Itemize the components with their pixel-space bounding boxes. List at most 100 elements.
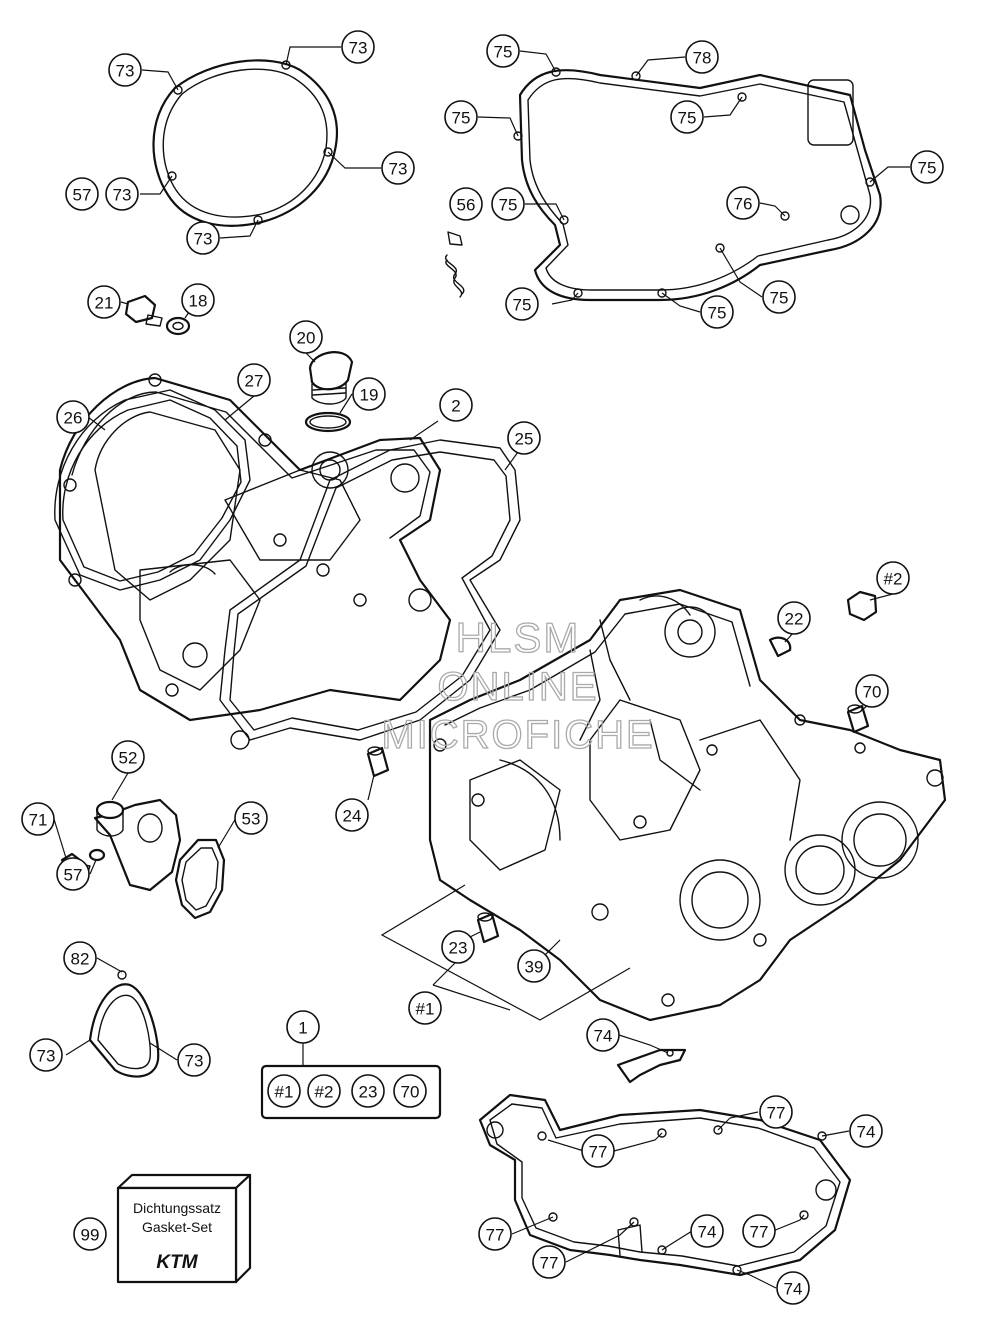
callout-c77d-label: 77 bbox=[750, 1223, 769, 1242]
washer bbox=[165, 316, 191, 336]
callout-c73c-label: 73 bbox=[389, 160, 408, 179]
callout-c27: 27 bbox=[237, 363, 271, 397]
callout-c70-label: 70 bbox=[863, 683, 882, 702]
callout-c75h: 75 bbox=[700, 295, 734, 329]
callout-c75c-circle bbox=[444, 100, 478, 134]
callout-c52-label: 52 bbox=[119, 749, 138, 768]
callout-c77c-circle bbox=[478, 1217, 512, 1251]
callout-c77e-circle bbox=[532, 1245, 566, 1279]
callout-c20-label: 20 bbox=[297, 329, 316, 348]
callout-c23: 23 bbox=[441, 930, 475, 964]
watermark: HLSM ONLINE MICROFICHE bbox=[381, 613, 654, 757]
callout-c73d-circle bbox=[105, 177, 139, 211]
callout-c57a-label: 57 bbox=[73, 186, 92, 205]
kit-callout-1-label: #2 bbox=[315, 1083, 334, 1102]
callout-c21-circle bbox=[87, 285, 121, 319]
callout-c75c: 75 bbox=[444, 100, 478, 134]
callout-c73c-circle bbox=[381, 151, 415, 185]
callout-c53-label: 53 bbox=[242, 810, 261, 829]
callout-c73f-circle bbox=[29, 1038, 63, 1072]
callout-c74c: 74 bbox=[690, 1214, 724, 1248]
callout-c73b: 73 bbox=[341, 30, 375, 64]
callout-c56: 56 bbox=[449, 187, 483, 221]
callout-c77a-label: 77 bbox=[767, 1104, 786, 1123]
callout-c77a-circle bbox=[759, 1095, 793, 1129]
callout-c73b-label: 73 bbox=[349, 39, 368, 58]
callout-c75d: 75 bbox=[910, 150, 944, 184]
water-pump-gasket-82 bbox=[88, 970, 160, 1078]
callout-c74a: 74 bbox=[586, 1018, 620, 1052]
callout-c78-circle bbox=[685, 40, 719, 74]
callout-c74b-circle bbox=[849, 1114, 883, 1148]
callout-c22-circle bbox=[777, 601, 811, 635]
callout-c73a-circle bbox=[108, 53, 142, 87]
callout-cH1-circle bbox=[408, 991, 442, 1025]
callout-c27-label: 27 bbox=[245, 372, 264, 391]
callout-c20: 20 bbox=[289, 320, 323, 354]
spring-clip bbox=[444, 231, 465, 298]
kit-callout-0-circle bbox=[267, 1074, 301, 1108]
callout-c57b: 57 bbox=[56, 857, 90, 891]
callout-c24-label: 24 bbox=[343, 807, 362, 826]
callout-c2-label: 2 bbox=[451, 397, 460, 416]
callout-c2: 2 bbox=[439, 388, 473, 422]
callout-c74b-label: 74 bbox=[857, 1123, 876, 1142]
callout-cH1-label: #1 bbox=[416, 1000, 435, 1019]
bearing-clip-22 bbox=[768, 636, 792, 658]
callout-c57a-circle bbox=[65, 177, 99, 211]
callout-c74a-label: 74 bbox=[594, 1027, 613, 1046]
kit-bracket-1 bbox=[380, 884, 631, 1021]
callout-c1: 1 bbox=[286, 1010, 320, 1044]
callout-c74a-circle bbox=[586, 1018, 620, 1052]
callout-c75f: 75 bbox=[762, 280, 796, 314]
callout-c75e-circle bbox=[491, 187, 525, 221]
callout-c73a: 73 bbox=[108, 53, 142, 87]
callout-c75b-circle bbox=[670, 100, 704, 134]
callout-c53-circle bbox=[234, 801, 268, 835]
callout-c73e-label: 73 bbox=[194, 230, 213, 249]
callout-c73d-label: 73 bbox=[113, 186, 132, 205]
callout-c75g-label: 75 bbox=[513, 296, 532, 315]
kit-callout-2-label: 23 bbox=[359, 1083, 378, 1102]
callout-c77c-label: 77 bbox=[486, 1226, 505, 1245]
callout-c75c-label: 75 bbox=[452, 109, 471, 128]
callout-c74c-label: 74 bbox=[698, 1223, 717, 1242]
callout-c77a: 77 bbox=[759, 1095, 793, 1129]
callout-c70: 70 bbox=[855, 674, 889, 708]
callout-c20-circle bbox=[289, 320, 323, 354]
callout-c39-circle bbox=[517, 949, 551, 983]
kit-callout-1: #2 bbox=[307, 1074, 341, 1108]
callout-c75e-label: 75 bbox=[499, 196, 518, 215]
callout-c26: 26 bbox=[56, 400, 90, 434]
washer-57 bbox=[88, 848, 106, 862]
gasket-set-box: Dichtungssatz Gasket-Set KTM bbox=[116, 1173, 252, 1284]
callout-c75d-label: 75 bbox=[918, 159, 937, 178]
callout-c78: 78 bbox=[685, 40, 719, 74]
callout-c74d-label: 74 bbox=[784, 1280, 803, 1299]
plug-2 bbox=[846, 590, 878, 622]
callout-c56-label: 56 bbox=[457, 196, 476, 215]
callout-c21-label: 21 bbox=[95, 294, 114, 313]
callout-c73f-label: 73 bbox=[37, 1047, 56, 1066]
callout-c18: 18 bbox=[181, 283, 215, 317]
callout-c77b-circle bbox=[581, 1134, 615, 1168]
callout-c75a: 75 bbox=[486, 34, 520, 68]
kit-callout-3-label: 70 bbox=[401, 1083, 420, 1102]
callout-c71-label: 71 bbox=[29, 811, 48, 830]
callout-c76: 76 bbox=[726, 186, 760, 220]
callout-c1-label: 1 bbox=[298, 1019, 307, 1038]
callout-c77d: 77 bbox=[742, 1214, 776, 1248]
callout-c77b: 77 bbox=[581, 1134, 615, 1168]
callout-c23-circle bbox=[441, 930, 475, 964]
callout-c26-circle bbox=[56, 400, 90, 434]
callout-c19-circle bbox=[352, 377, 386, 411]
callout-cH2: #2 bbox=[876, 561, 910, 595]
clutch-cover bbox=[58, 373, 452, 722]
kit-callout-2-circle bbox=[351, 1074, 385, 1108]
callout-c74b: 74 bbox=[849, 1114, 883, 1148]
callout-c22: 22 bbox=[777, 601, 811, 635]
callout-c19-label: 19 bbox=[360, 386, 379, 405]
crankcase bbox=[428, 588, 947, 1022]
clutch-cover-gasket bbox=[513, 67, 882, 302]
